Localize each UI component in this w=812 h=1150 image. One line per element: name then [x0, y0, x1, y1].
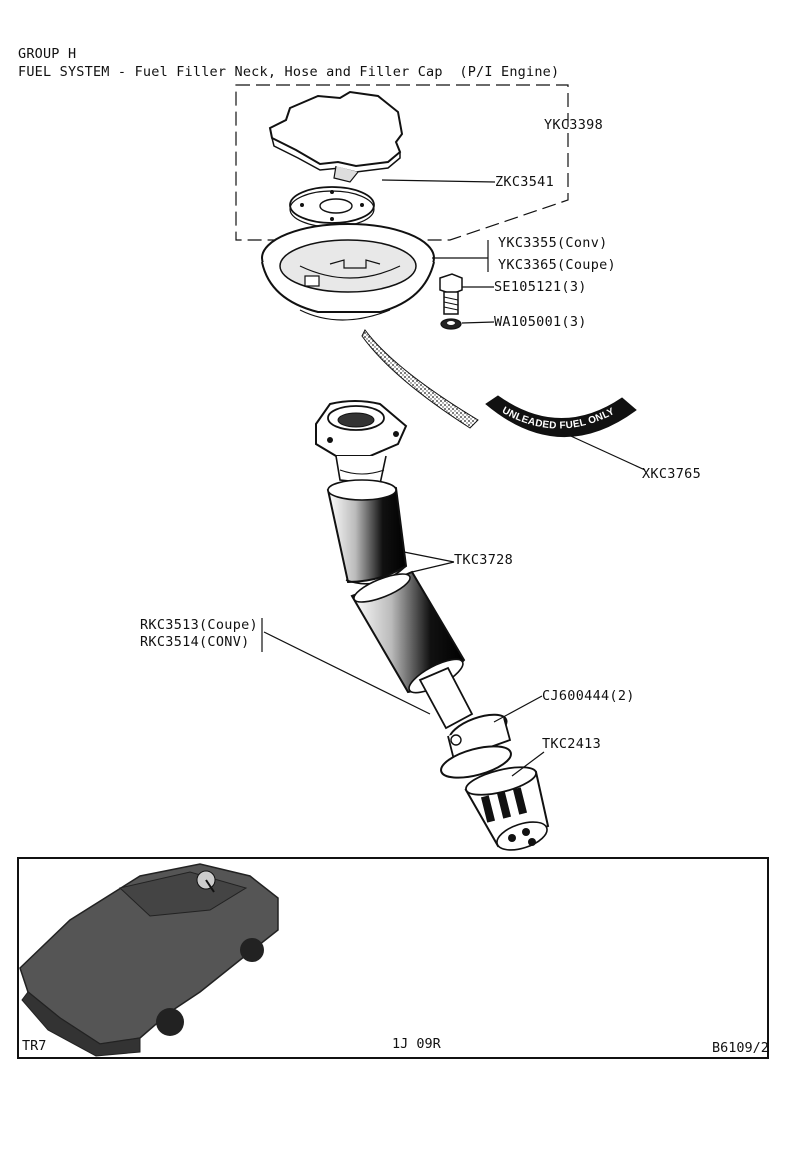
label-bolt: SE105121(3)	[494, 279, 587, 295]
hose-clip-lower	[440, 745, 512, 779]
label-clip: CJ600444(2)	[542, 688, 635, 704]
footer-page: 1J 09R	[392, 1036, 441, 1052]
gasket	[289, 186, 375, 228]
group-heading: GROUP H	[18, 46, 77, 62]
label-decal: XKC3765	[642, 466, 701, 482]
label-washer: WA105001(3)	[494, 314, 587, 330]
car-silhouette	[19, 863, 279, 1057]
page-title: FUEL SYSTEM - Fuel Filler Neck, Hose and…	[18, 64, 560, 80]
label-housing-coupe: YKC3365(Coupe)	[498, 257, 616, 273]
body-panel	[361, 329, 479, 429]
unleaded-decal: UNLEADED FUEL ONLY	[485, 395, 637, 437]
label-hose: TKC3728	[454, 552, 513, 568]
label-neck-coupe: RKC3513(Coupe)	[140, 617, 258, 633]
filler-cap	[268, 90, 404, 183]
footer-model: TR7	[22, 1038, 47, 1054]
filler-housing	[261, 223, 435, 321]
footer-frame	[17, 857, 769, 1059]
label-housing-conv: YKC3355(Conv)	[498, 235, 608, 251]
label-neck-conv: RKC3514(CONV)	[140, 634, 250, 650]
washer	[440, 318, 462, 330]
label-filter: TKC2413	[542, 736, 601, 752]
neck-pipe	[418, 666, 474, 730]
filler-neck-flange	[315, 400, 408, 485]
cap-group-outline	[235, 84, 569, 241]
label-gasket: ZKC3541	[495, 174, 554, 190]
label-cap: YKC3398	[544, 117, 603, 133]
filter	[464, 766, 550, 851]
footer-ref: B6109/2	[712, 1040, 769, 1056]
leader-lines	[261, 179, 646, 777]
bolt	[439, 273, 463, 315]
